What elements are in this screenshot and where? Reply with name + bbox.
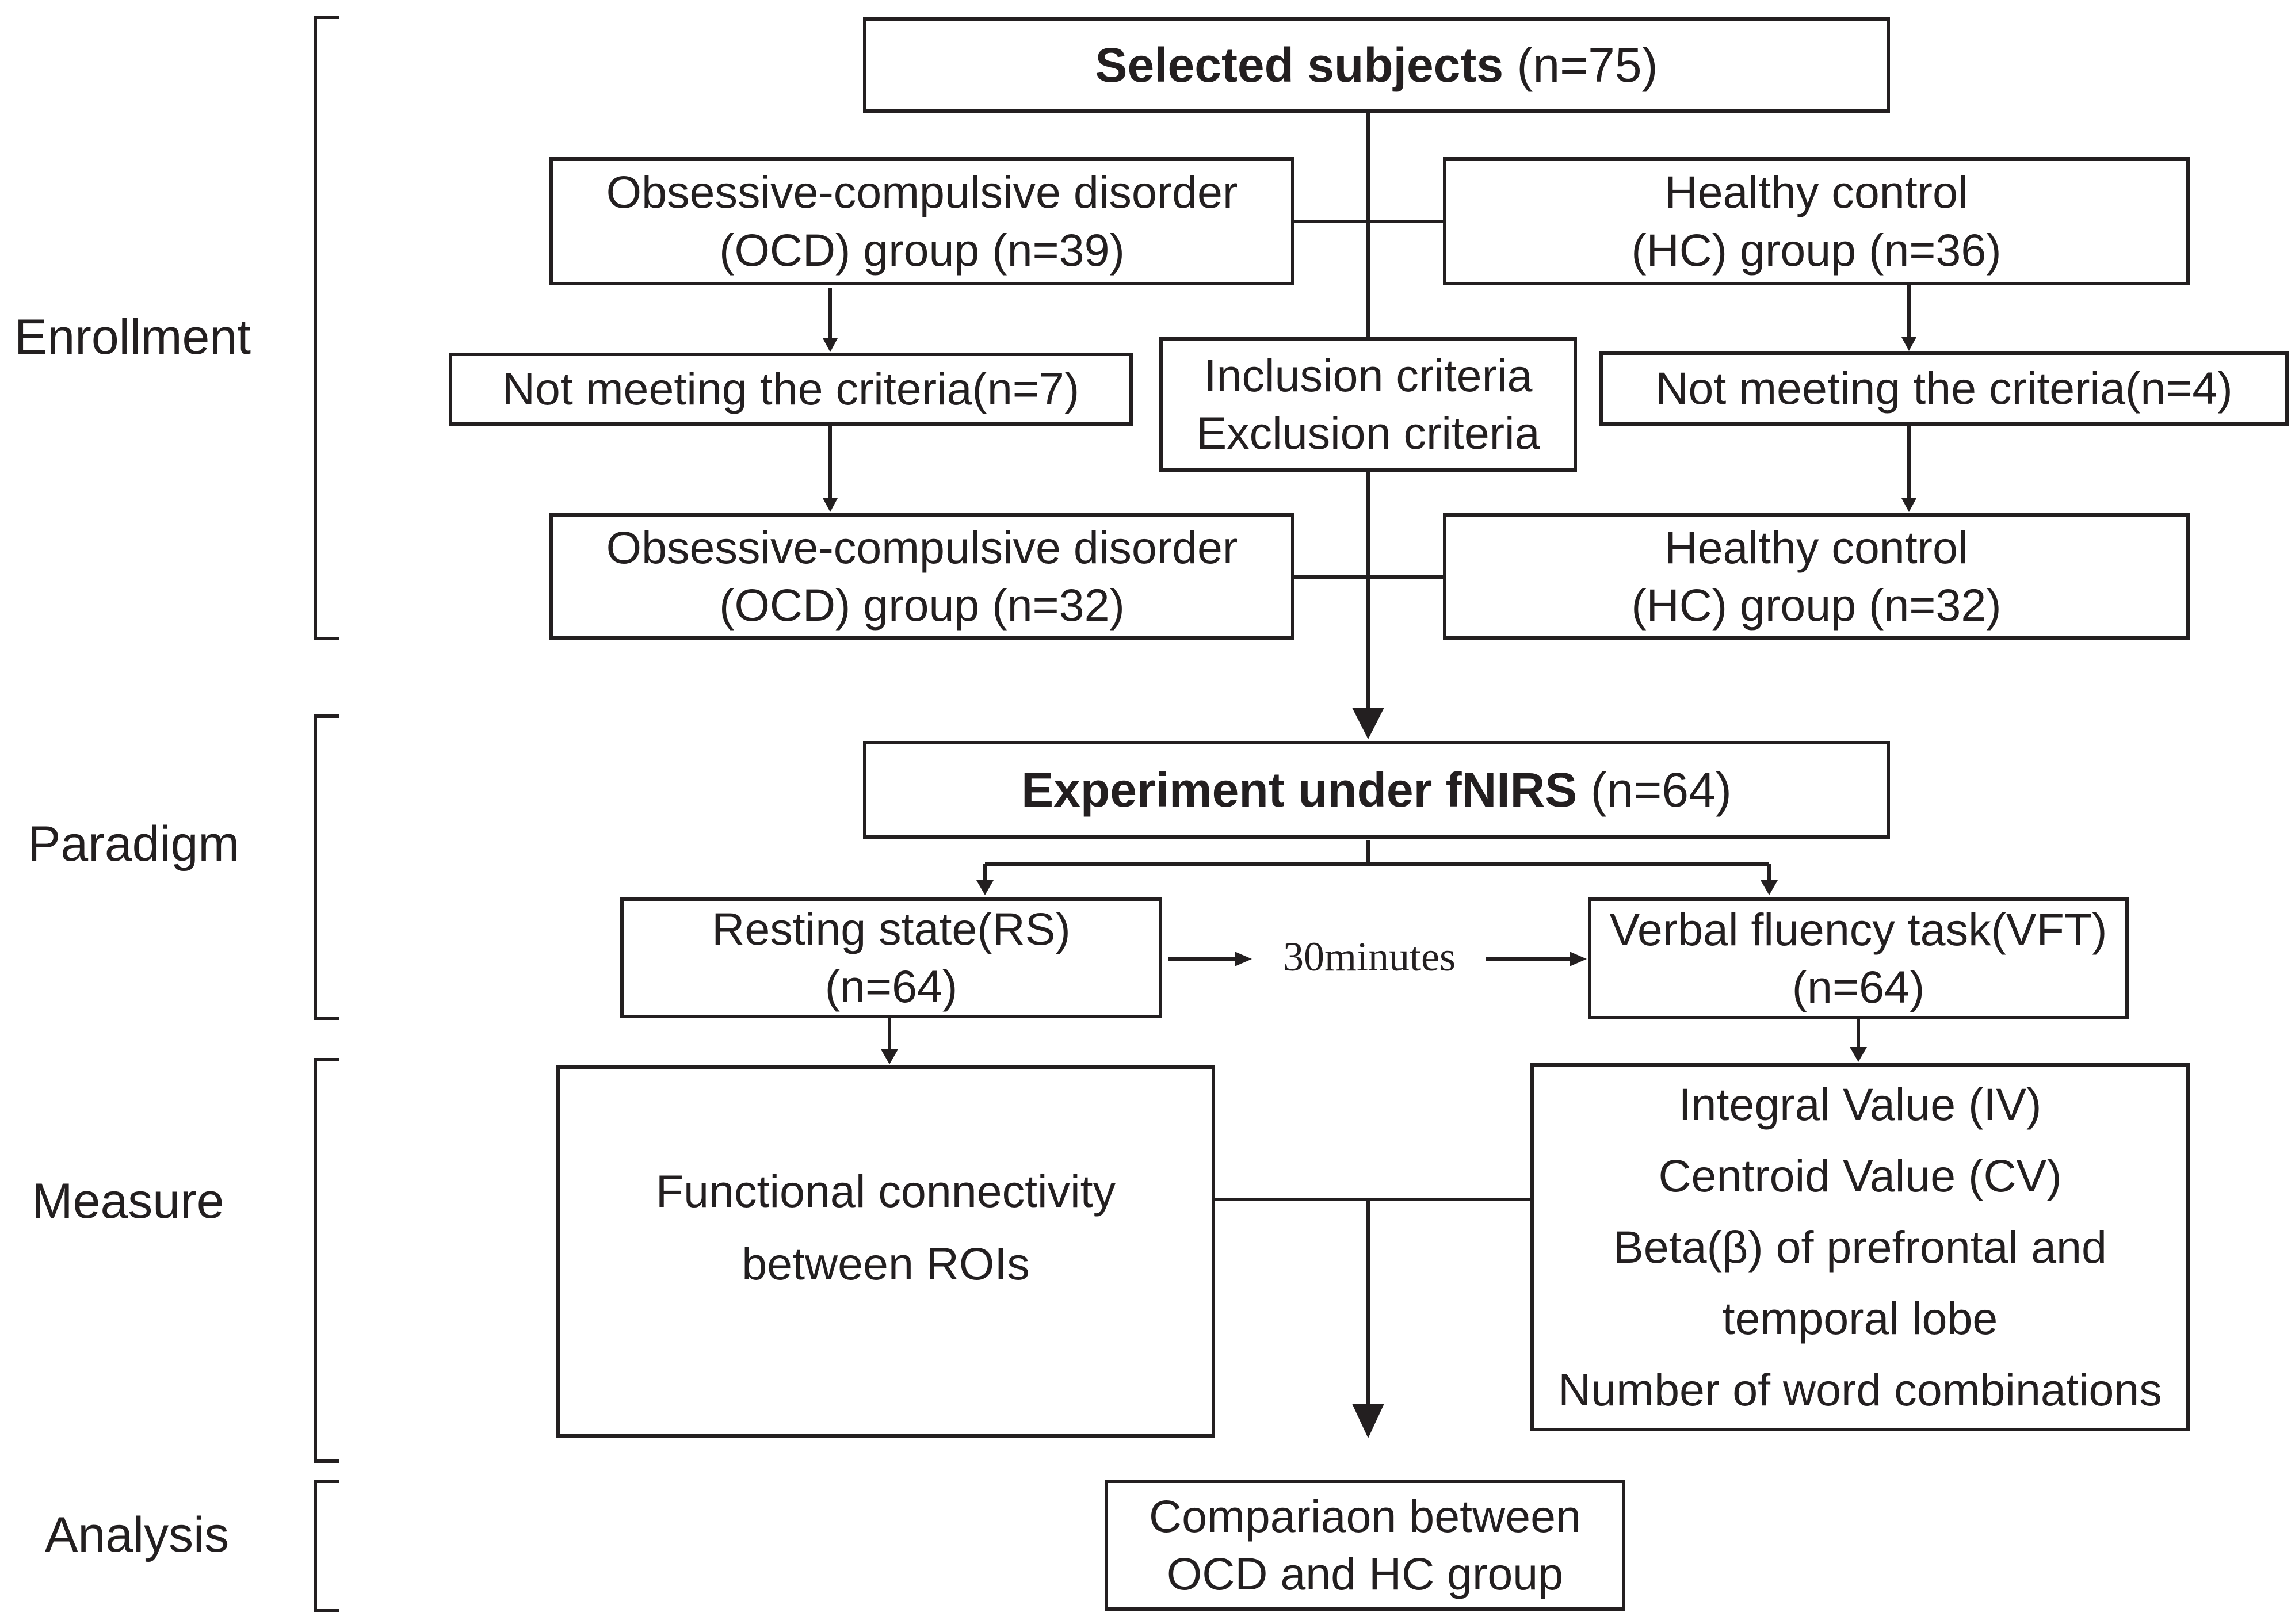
hc-final-line1: Healthy control	[1664, 521, 1968, 573]
comparison-line2: OCD and HC group	[1166, 1548, 1564, 1599]
arrowhead-analysis	[1352, 1404, 1384, 1438]
stage-label-measure: Measure	[32, 1174, 224, 1229]
exclusion-criteria-text: Exclusion criteria	[1196, 407, 1540, 458]
integral-value-text: Integral Value (IV)	[1678, 1078, 2042, 1130]
selected-subjects-count: (n=75)	[1517, 37, 1658, 92]
analysis-bracket	[314, 1480, 339, 1612]
ocd-final-box: Obsessive-compulsive disorder (OCD) grou…	[549, 513, 1294, 640]
hc-group-box: Healthy control (HC) group (n=36)	[1443, 157, 2190, 285]
arrowhead-interval-left	[1235, 952, 1252, 966]
vft-line1: Verbal fluency task(VFT)	[1609, 903, 2107, 955]
comparison-line1: Compariaon between	[1149, 1490, 1581, 1542]
beta-text: Beta(β) of prefrontal and	[1613, 1221, 2107, 1273]
criteria-box: Inclusion criteria Exclusion criteria	[1159, 337, 1577, 472]
hc-excluded-box: Not meeting the criteria(n=4)	[1599, 351, 2289, 426]
selected-subjects-text: Selected subjects (n=75)	[1095, 35, 1658, 96]
arrowhead-hc-1	[1901, 337, 1916, 351]
functional-connectivity-line1: Functional connectivity	[655, 1166, 1116, 1217]
comparison-box: Compariaon between OCD and HC group	[1105, 1480, 1625, 1611]
arrowhead-ocd-1	[823, 338, 838, 352]
functional-connectivity-line2: between ROIs	[742, 1238, 1030, 1290]
ocd-group-line2: (OCD) group (n=39)	[719, 224, 1125, 276]
arrowhead-split-left	[976, 880, 994, 895]
stage-label-analysis: Analysis	[45, 1507, 230, 1562]
resting-state-line1: Resting state(RS)	[712, 903, 1071, 954]
hc-group-line2: (HC) group (n=36)	[1631, 224, 2002, 276]
ocd-excluded-text: Not meeting the criteria(n=7)	[502, 363, 1080, 415]
arrowhead-hc-2	[1901, 498, 1916, 512]
experiment-title: Experiment under fNIRS	[1021, 762, 1578, 817]
experiment-text: Experiment under fNIRS (n=64)	[1021, 759, 1732, 821]
interval-label: 30minutes	[1283, 934, 1456, 980]
vft-measures-box: Integral Value (IV) Centroid Value (CV) …	[1530, 1063, 2190, 1431]
arrowhead-ocd-2	[823, 498, 838, 512]
arrowhead-vft	[1850, 1047, 1867, 1062]
resting-state-box: Resting state(RS) (n=64)	[620, 897, 1162, 1018]
vft-box: Verbal fluency task(VFT) (n=64)	[1588, 897, 2129, 1019]
ocd-excluded-box: Not meeting the criteria(n=7)	[449, 353, 1133, 426]
enrollment-bracket	[314, 16, 339, 640]
stage-label-paradigm: Paradigm	[28, 816, 240, 872]
experiment-box: Experiment under fNIRS (n=64)	[863, 741, 1890, 839]
hc-group-line1: Healthy control	[1664, 166, 1968, 218]
ocd-final-line1: Obsessive-compulsive disorder	[606, 521, 1238, 573]
functional-connectivity-box: Functional connectivity between ROIs	[556, 1065, 1215, 1438]
vft-line2: (n=64)	[1792, 961, 1925, 1012]
centroid-value-text: Centroid Value (CV)	[1658, 1149, 2062, 1201]
hc-final-box: Healthy control (HC) group (n=32)	[1443, 513, 2190, 640]
word-combinations-text: Number of word combinations	[1558, 1364, 2162, 1416]
ocd-group-box: Obsessive-compulsive disorder (OCD) grou…	[549, 157, 1294, 285]
arrowhead-rs	[881, 1049, 898, 1064]
resting-state-line2: (n=64)	[824, 961, 958, 1012]
ocd-final-line2: (OCD) group (n=32)	[719, 579, 1125, 631]
arrowhead-experiment	[1352, 708, 1384, 739]
selected-subjects-box: Selected subjects (n=75)	[863, 17, 1890, 113]
arrowhead-interval-right	[1570, 952, 1587, 966]
ocd-group-line1: Obsessive-compulsive disorder	[606, 166, 1238, 218]
measure-bracket	[314, 1058, 339, 1463]
hc-excluded-text: Not meeting the criteria(n=4)	[1655, 362, 2233, 414]
selected-subjects-title: Selected subjects	[1095, 37, 1504, 92]
hc-final-line2: (HC) group (n=32)	[1631, 579, 2002, 631]
paradigm-bracket	[314, 714, 339, 1020]
stage-label-enrollment: Enrollment	[14, 309, 251, 365]
inclusion-criteria-text: Inclusion criteria	[1204, 349, 1533, 401]
experiment-count: (n=64)	[1590, 762, 1732, 817]
temporal-lobe-text: temporal lobe	[1722, 1293, 1998, 1344]
arrowhead-split-right	[1761, 880, 1778, 895]
